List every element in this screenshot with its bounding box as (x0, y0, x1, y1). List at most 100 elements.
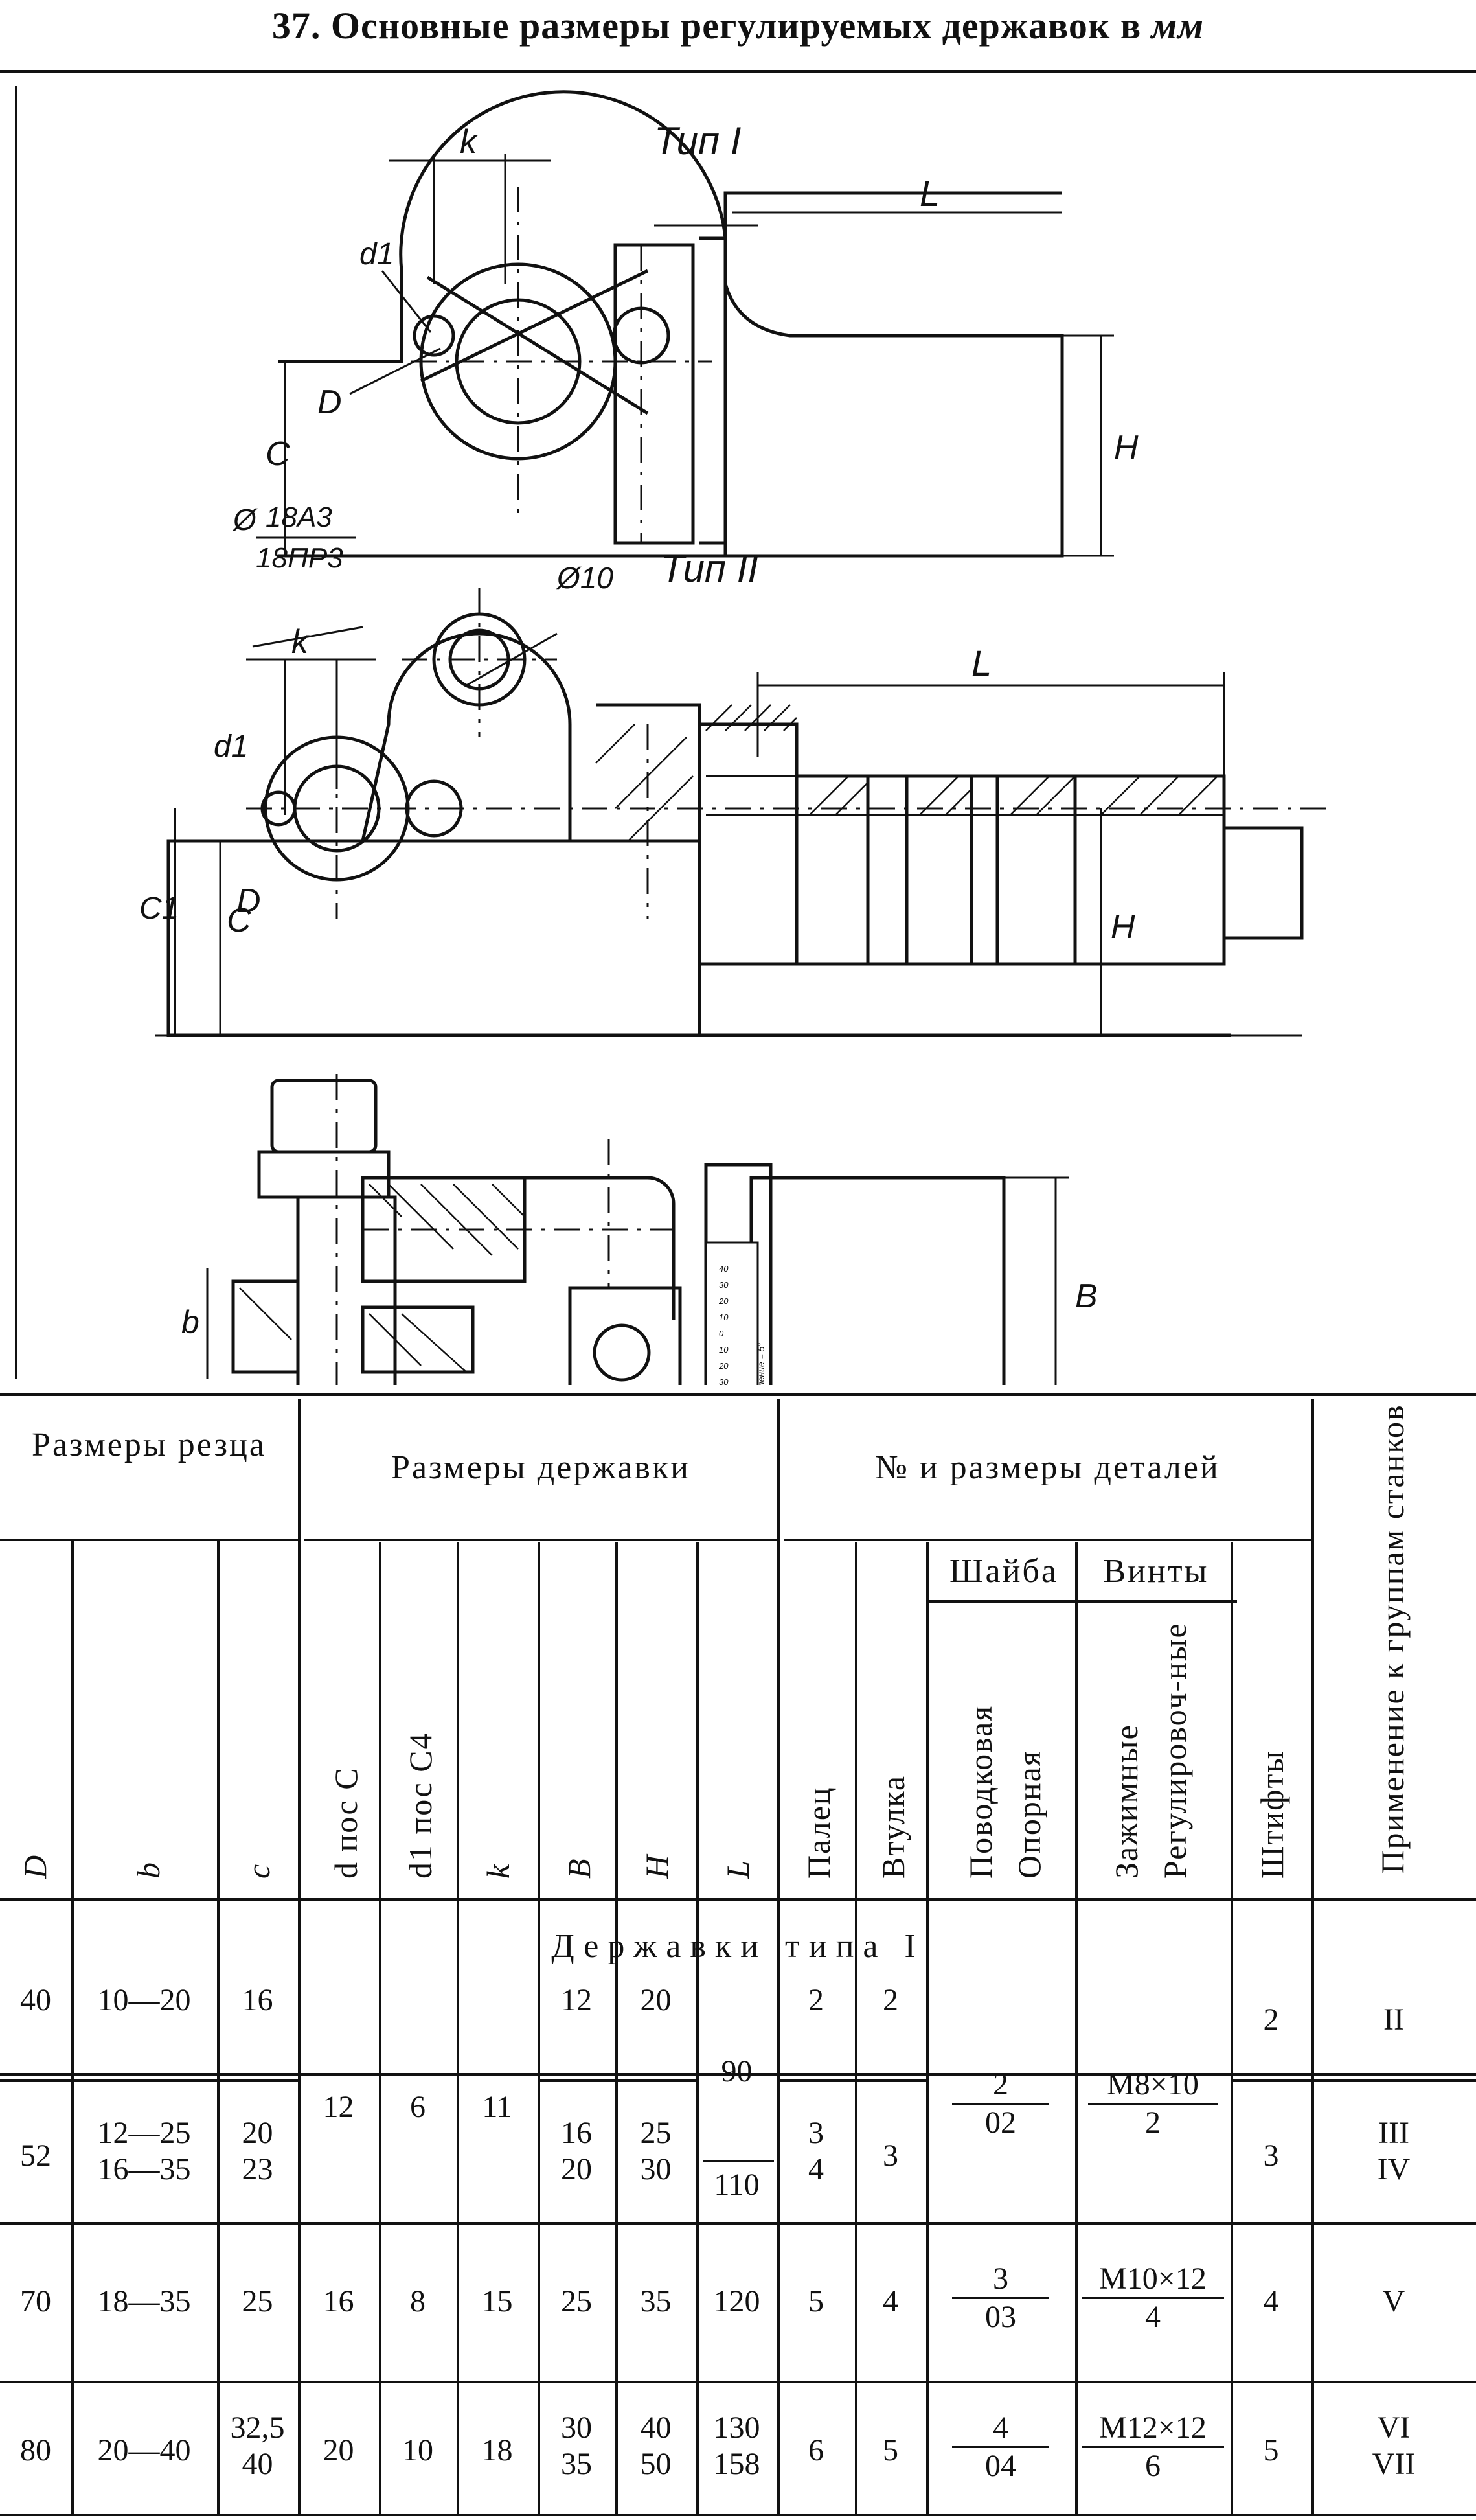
r4-H1: 40 (640, 2411, 672, 2445)
col-rule (1311, 1399, 1314, 2514)
row-rule (0, 2381, 1476, 2383)
header-bottom-rule (0, 1898, 1476, 1901)
title-main: 37. Основные размеры регулируемых держав… (271, 5, 1152, 47)
r1-c: 16 (242, 1983, 273, 2017)
rule (0, 1539, 298, 1541)
washer-top: 3 (952, 2261, 1049, 2299)
dim-B: B (1075, 1277, 1098, 1315)
col-B: B (561, 1857, 597, 1879)
r1-B: 12 (561, 1983, 592, 2017)
r3-washer: 3 03 (926, 2261, 1075, 2335)
r3-pins: 4 (1263, 2284, 1279, 2319)
r4-b: 20—40 (97, 2433, 191, 2468)
r4-B2: 35 (561, 2447, 592, 2481)
r4-finger: 6 (808, 2433, 824, 2468)
r2-finger2: 4 (808, 2152, 824, 2186)
screw-top: М8×10 (1088, 2067, 1218, 2105)
r3-app: V (1382, 2284, 1405, 2319)
fit-bottom: 18ПР3 (256, 542, 343, 574)
row-rule (0, 2073, 1476, 2076)
r2-b2: 16—35 (97, 2152, 191, 2186)
washer-bottom: 04 (985, 2449, 1016, 2483)
r2-c1: 20 (242, 2116, 273, 2150)
r4-washer: 4 04 (926, 2410, 1075, 2484)
r3-d: 16 (323, 2284, 354, 2319)
r2-app1: III (1378, 2116, 1409, 2150)
r2-sleeve: 3 (883, 2138, 898, 2173)
dim-phi10: Ø10 (556, 561, 613, 595)
col-rule (71, 1539, 74, 2514)
table-top-rule (0, 1393, 1476, 1396)
row-rule (0, 2222, 1476, 2225)
screw-top: М12×12 (1082, 2410, 1224, 2448)
scale-tick: 20 (718, 1296, 729, 1306)
scale-ticks: 40 30 20 10 0 10 20 30 40 (718, 1264, 729, 1385)
r12-screws: М8×10 2 (1075, 2067, 1231, 2141)
col-rule (379, 1542, 381, 2514)
rule (0, 2079, 298, 2082)
col-rule (538, 1542, 540, 2514)
r1-D: 40 (20, 1983, 51, 2017)
col-application: Применение к группам станков (1374, 1404, 1411, 1874)
scale-tick: 20 (718, 1361, 729, 1371)
washer-bottom: 03 (985, 2300, 1016, 2334)
scale-tick: 10 (719, 1312, 729, 1322)
washer-bottom: 02 (985, 2105, 1016, 2140)
col-k: k (480, 1862, 516, 1879)
technical-drawing: Тип I k L d1 D C H Ø 18А3 18ПР3 Тип II Ø… (15, 86, 1328, 1385)
col-D: D (17, 1853, 53, 1879)
r4-H2: 50 (640, 2447, 672, 2481)
col-rule (926, 1542, 929, 2514)
col-adjust-screws: Регулировоч-ные (1157, 1622, 1193, 1879)
r3-finger: 5 (808, 2284, 824, 2319)
r3-k: 15 (481, 2284, 513, 2319)
page-title: 37. Основные размеры регулируемых держав… (0, 0, 1476, 65)
r12-k: 11 (482, 2090, 512, 2124)
scale-tick: 30 (719, 1377, 729, 1385)
group-header-cutter: Размеры резца (32, 1426, 266, 1463)
r4-D: 80 (20, 2433, 51, 2468)
r3-c: 25 (242, 2284, 273, 2319)
r3-d1: 8 (410, 2284, 426, 2319)
col-b: b (130, 1861, 166, 1879)
r1-pins: 2 (1263, 2002, 1279, 2037)
screw-bottom: 6 (1145, 2449, 1161, 2483)
section-title-type1: Державки типа I (551, 1928, 925, 1965)
scale-tick: 40 (719, 1264, 729, 1274)
dim-d1-type2: d1 (214, 729, 248, 764)
r3-screws: М10×12 4 (1075, 2261, 1231, 2335)
r12-d: 12 (323, 2090, 354, 2124)
r2-H1: 25 (640, 2116, 672, 2150)
r4-B1: 30 (561, 2411, 592, 2445)
col-rule (1075, 1542, 1078, 2514)
r1-finger: 2 (808, 1983, 824, 2017)
col-support-washer: Опорная (1011, 1750, 1047, 1879)
rule (777, 2079, 926, 2082)
col-rule (777, 1399, 780, 2514)
screw-bottom: 4 (1145, 2300, 1161, 2334)
col-rule (217, 1539, 220, 2514)
dim-L-type2: L (971, 643, 992, 683)
r4-L1: 130 (713, 2411, 760, 2445)
screw-bottom: 2 (1145, 2105, 1161, 2140)
dim-C1: C1 (139, 891, 179, 926)
col-finger: Палец (800, 1786, 837, 1879)
r4-k: 18 (481, 2433, 513, 2468)
r2-app2: IV (1377, 2152, 1411, 2186)
r3-sleeve: 4 (883, 2284, 898, 2319)
col-rule (298, 1399, 301, 2514)
title-unit: мм (1151, 5, 1205, 47)
rule (304, 1539, 777, 1541)
r4-pins: 5 (1263, 2433, 1279, 2468)
col-rule (696, 1542, 699, 2514)
scale-tick: 30 (719, 1280, 729, 1290)
r12-d1: 6 (410, 2090, 426, 2124)
washer-top: 4 (952, 2410, 1049, 2448)
screw-top: М10×12 (1082, 2261, 1224, 2299)
rule (703, 2160, 774, 2162)
r3-b: 18—35 (97, 2284, 191, 2319)
col-rule (855, 1542, 857, 2514)
rule (926, 1600, 1237, 1603)
col-c: c (240, 1862, 277, 1879)
dim-H-type1: H (1114, 429, 1139, 466)
